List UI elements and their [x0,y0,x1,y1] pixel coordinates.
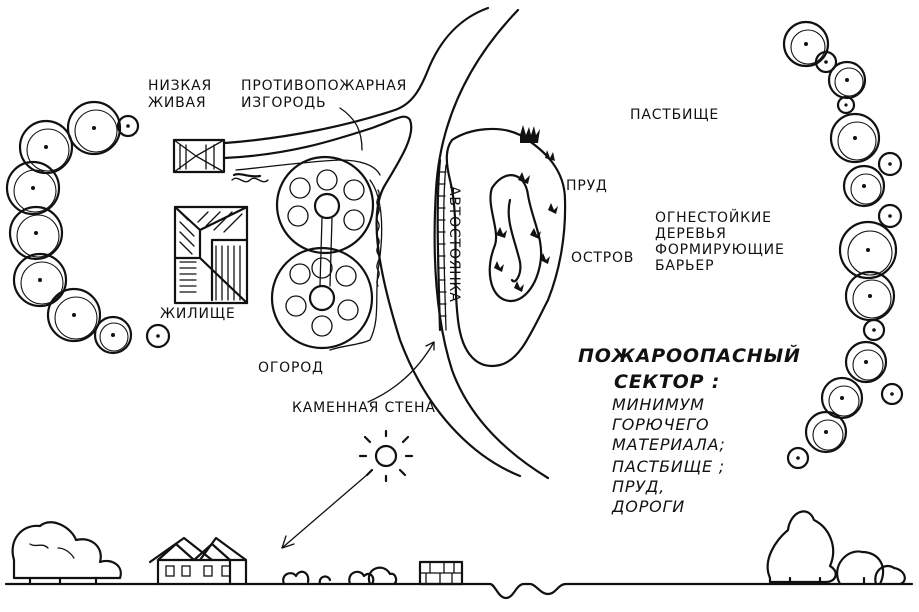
fire-sector-item-4: ПАСТБИЩЕ ; [612,457,725,476]
ground-profile [4,510,914,600]
fire-trees-label-1: ОГНЕСТОЙКИЕ [655,208,772,226]
island-inner [507,198,522,283]
hedge-pointer [339,107,363,151]
garden-label: ОГОРОД [258,360,324,376]
fire-trees-label-4: БАРЬЕР [655,258,714,274]
fire-sector-item-5: ПРУД, [612,477,665,496]
dwelling-label: ЖИЛИЩЕ [160,306,236,322]
road-left [223,6,490,145]
firebreak-hedge-label-2: ИЗГОРОДЬ [241,95,326,111]
island-outline [488,174,543,303]
garden-beds [270,155,375,350]
island-label: ОСТРОВ [571,250,634,266]
low-hedge-label-2: ЖИВАЯ [148,95,206,111]
road-right [433,8,550,480]
fire-sector-item-3: МАТЕРИАЛА; [612,435,726,454]
pond-outline [445,127,567,368]
sun-arrow [281,473,369,549]
tree-icon [66,100,122,156]
pond-label: ПРУД [566,178,608,194]
stone-wall-pointer [367,341,435,403]
fire-sector-title-2: СЕКТОР : [614,371,720,393]
sun-icon [358,429,414,483]
firebreak-hedge-label-1: ПРОТИВОПОЖАРНАЯ [241,78,407,94]
low-hedge-label-1: НИЗКАЯ [148,78,212,94]
road-left-inner [222,115,522,478]
house-icon [148,536,248,586]
pond-plants [494,125,558,292]
sun-arrowhead [281,535,295,549]
fire-trees-label-3: ФОРМИРУЮЩИЕ [655,242,785,258]
tree-ring-left [5,100,171,355]
fire-sector-item-1: МИНИМУМ [612,395,705,414]
fire-sector-title-1: ПОЖАРООПАСНЫЙ [578,344,801,367]
tree-column-right [782,20,904,470]
fire-trees-label-2: ДЕРЕВЬЯ [655,226,727,242]
stone-wall-label: КАМЕННАЯ СТЕНА [292,400,436,416]
parking-stones [436,158,447,332]
dwelling-building [173,205,249,305]
firebreak-hedge [231,159,383,351]
pasture-label: ПАСТБИЩЕ [630,107,719,123]
parking-label: АВТОСТОЯНКА [446,186,462,303]
fire-sector-item-2: ГОРЮЧЕГО [612,415,709,434]
shed-building [172,138,226,174]
fire-sector-item-6: ДОРОГИ [611,497,685,516]
